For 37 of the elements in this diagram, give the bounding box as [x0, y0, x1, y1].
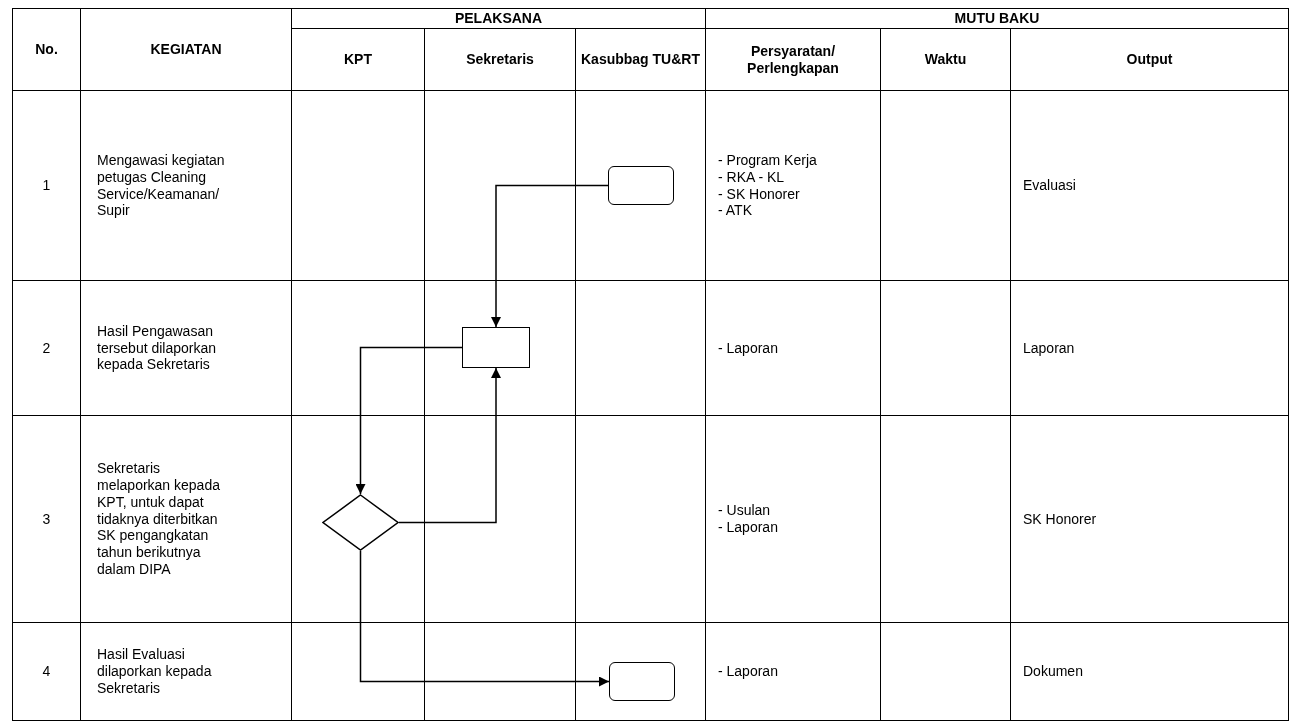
- terminator-box: [609, 662, 675, 701]
- requirement-item: - Program Kerja: [718, 151, 817, 169]
- activity-text: Mengawasi kegiatan petugas Cleaning Service/Keamanan/ Supir: [97, 151, 226, 220]
- requirement-item: - Usulan: [718, 502, 771, 519]
- output-text: Laporan: [1023, 339, 1075, 357]
- arrow: [359, 550, 610, 687]
- activity-text: Hasil Pengawasan tersebut dilaporkan kepada Sekretaris: [97, 322, 218, 374]
- row-number: 4: [42, 663, 51, 680]
- output-text: SK Honorer: [1023, 510, 1097, 528]
- row-number: 3: [42, 510, 51, 528]
- row-number: 2: [42, 339, 51, 357]
- activity-text: Hasil Evaluasi dilaporkan kepada Sekretaris: [97, 646, 213, 697]
- requirement-item: - RKA - KL: [718, 168, 785, 186]
- activity-text: Sekretaris melaporkan kepada KPT, untuk dapat tidaknya diterbitkan SK pengangkatan tahun berikutnya dalam DIPA: [97, 460, 221, 578]
- requirement-item: - SK Honorer: [718, 185, 800, 203]
- process-box: [462, 327, 530, 368]
- column-header: Output: [1126, 51, 1173, 68]
- requirement-item: - Laporan: [718, 339, 778, 357]
- column-header: Persyaratan/ Perlengkapan: [746, 42, 840, 77]
- column-header: Sekretaris: [466, 51, 534, 68]
- column-header: No.: [35, 41, 58, 58]
- arrow: [398, 367, 501, 524]
- column-header: PELAKSANA: [454, 10, 543, 27]
- requirement-item: - ATK: [718, 202, 752, 220]
- output-text: Evaluasi: [1023, 177, 1076, 194]
- arrow: [355, 346, 463, 495]
- column-header: MUTU BAKU: [954, 10, 1040, 27]
- terminator-box: [608, 166, 674, 205]
- column-header: Waktu: [924, 51, 967, 68]
- output-text: Dokumen: [1023, 663, 1083, 680]
- requirement-item: - Laporan: [718, 663, 778, 680]
- requirement-item: - Laporan: [718, 519, 778, 536]
- row-number: 1: [42, 177, 51, 194]
- arrow: [491, 184, 609, 328]
- column-header: KEGIATAN: [150, 41, 222, 58]
- column-header: KPT: [344, 51, 372, 68]
- column-header: Kasubbag TU&RT: [581, 51, 700, 68]
